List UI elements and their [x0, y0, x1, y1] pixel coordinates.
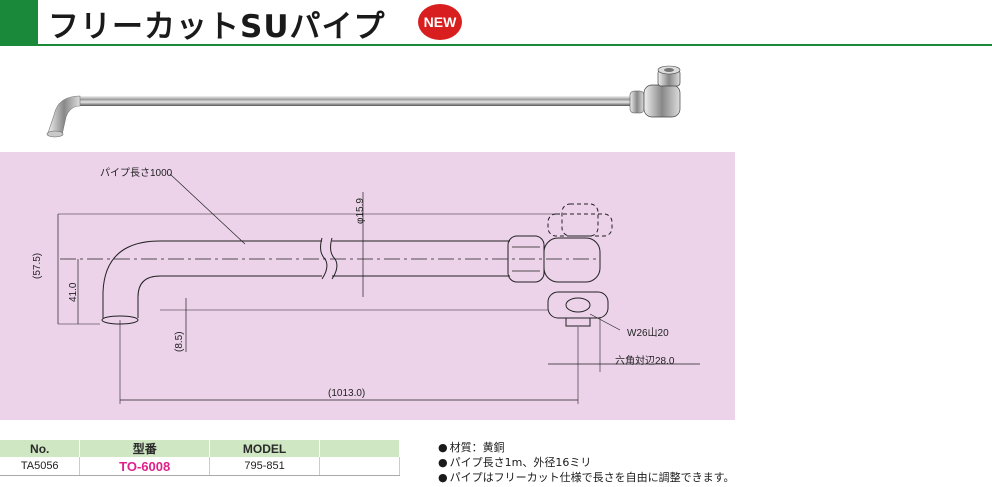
column-header-model-number: 型番 — [79, 440, 210, 457]
hex-label: 六角対辺28.0 — [615, 356, 675, 367]
cell-no: TA5056 — [0, 457, 81, 476]
page-header: フリーカットSUパイプ NEW — [0, 0, 992, 46]
height-outer-label: (57.5) — [32, 252, 43, 279]
header-divider — [0, 44, 992, 46]
table-header-row: No. 型番 MODEL — [0, 440, 400, 457]
pipe-length-label: パイプ長さ1000 — [100, 168, 173, 179]
spec-table: No. 型番 MODEL TA5056 TO-6008 795-851 — [0, 440, 400, 476]
new-badge: NEW — [418, 4, 462, 40]
column-header-model: MODEL — [209, 440, 321, 457]
column-header-empty — [319, 440, 400, 457]
drop-label: (8.5) — [174, 331, 185, 352]
cell-model-number: TO-6008 — [79, 457, 210, 476]
page-title: フリーカットSUパイプ — [48, 9, 386, 45]
thread-label: W26山20 — [627, 328, 669, 339]
cell-model-code: 795-851 — [209, 457, 321, 476]
spec-notes: 材質：黄銅 パイプ長さ1m、外径16ミリ パイプはフリーカット仕様で長さを自由に… — [438, 440, 735, 485]
cell-empty — [319, 457, 400, 476]
list-item: 材質：黄銅 — [438, 440, 735, 455]
height-inner-label: 41.0 — [68, 282, 79, 302]
total-length-label: (1013.0) — [328, 388, 366, 399]
diameter-label: φ15.9 — [355, 198, 366, 224]
column-header-no: No. — [0, 440, 81, 457]
header-accent-bar — [0, 0, 38, 44]
dimension-drawing: パイプ長さ1000 φ15.9 (57.5) 41.0 (8.5) W26山20… — [0, 152, 735, 420]
pipe-photo — [46, 65, 681, 138]
table-row: TA5056 TO-6008 795-851 — [0, 457, 400, 476]
product-photo — [0, 55, 992, 145]
list-item: パイプはフリーカット仕様で長さを自由に調整できます。 — [438, 470, 735, 485]
list-item: パイプ長さ1m、外径16ミリ — [438, 455, 735, 470]
